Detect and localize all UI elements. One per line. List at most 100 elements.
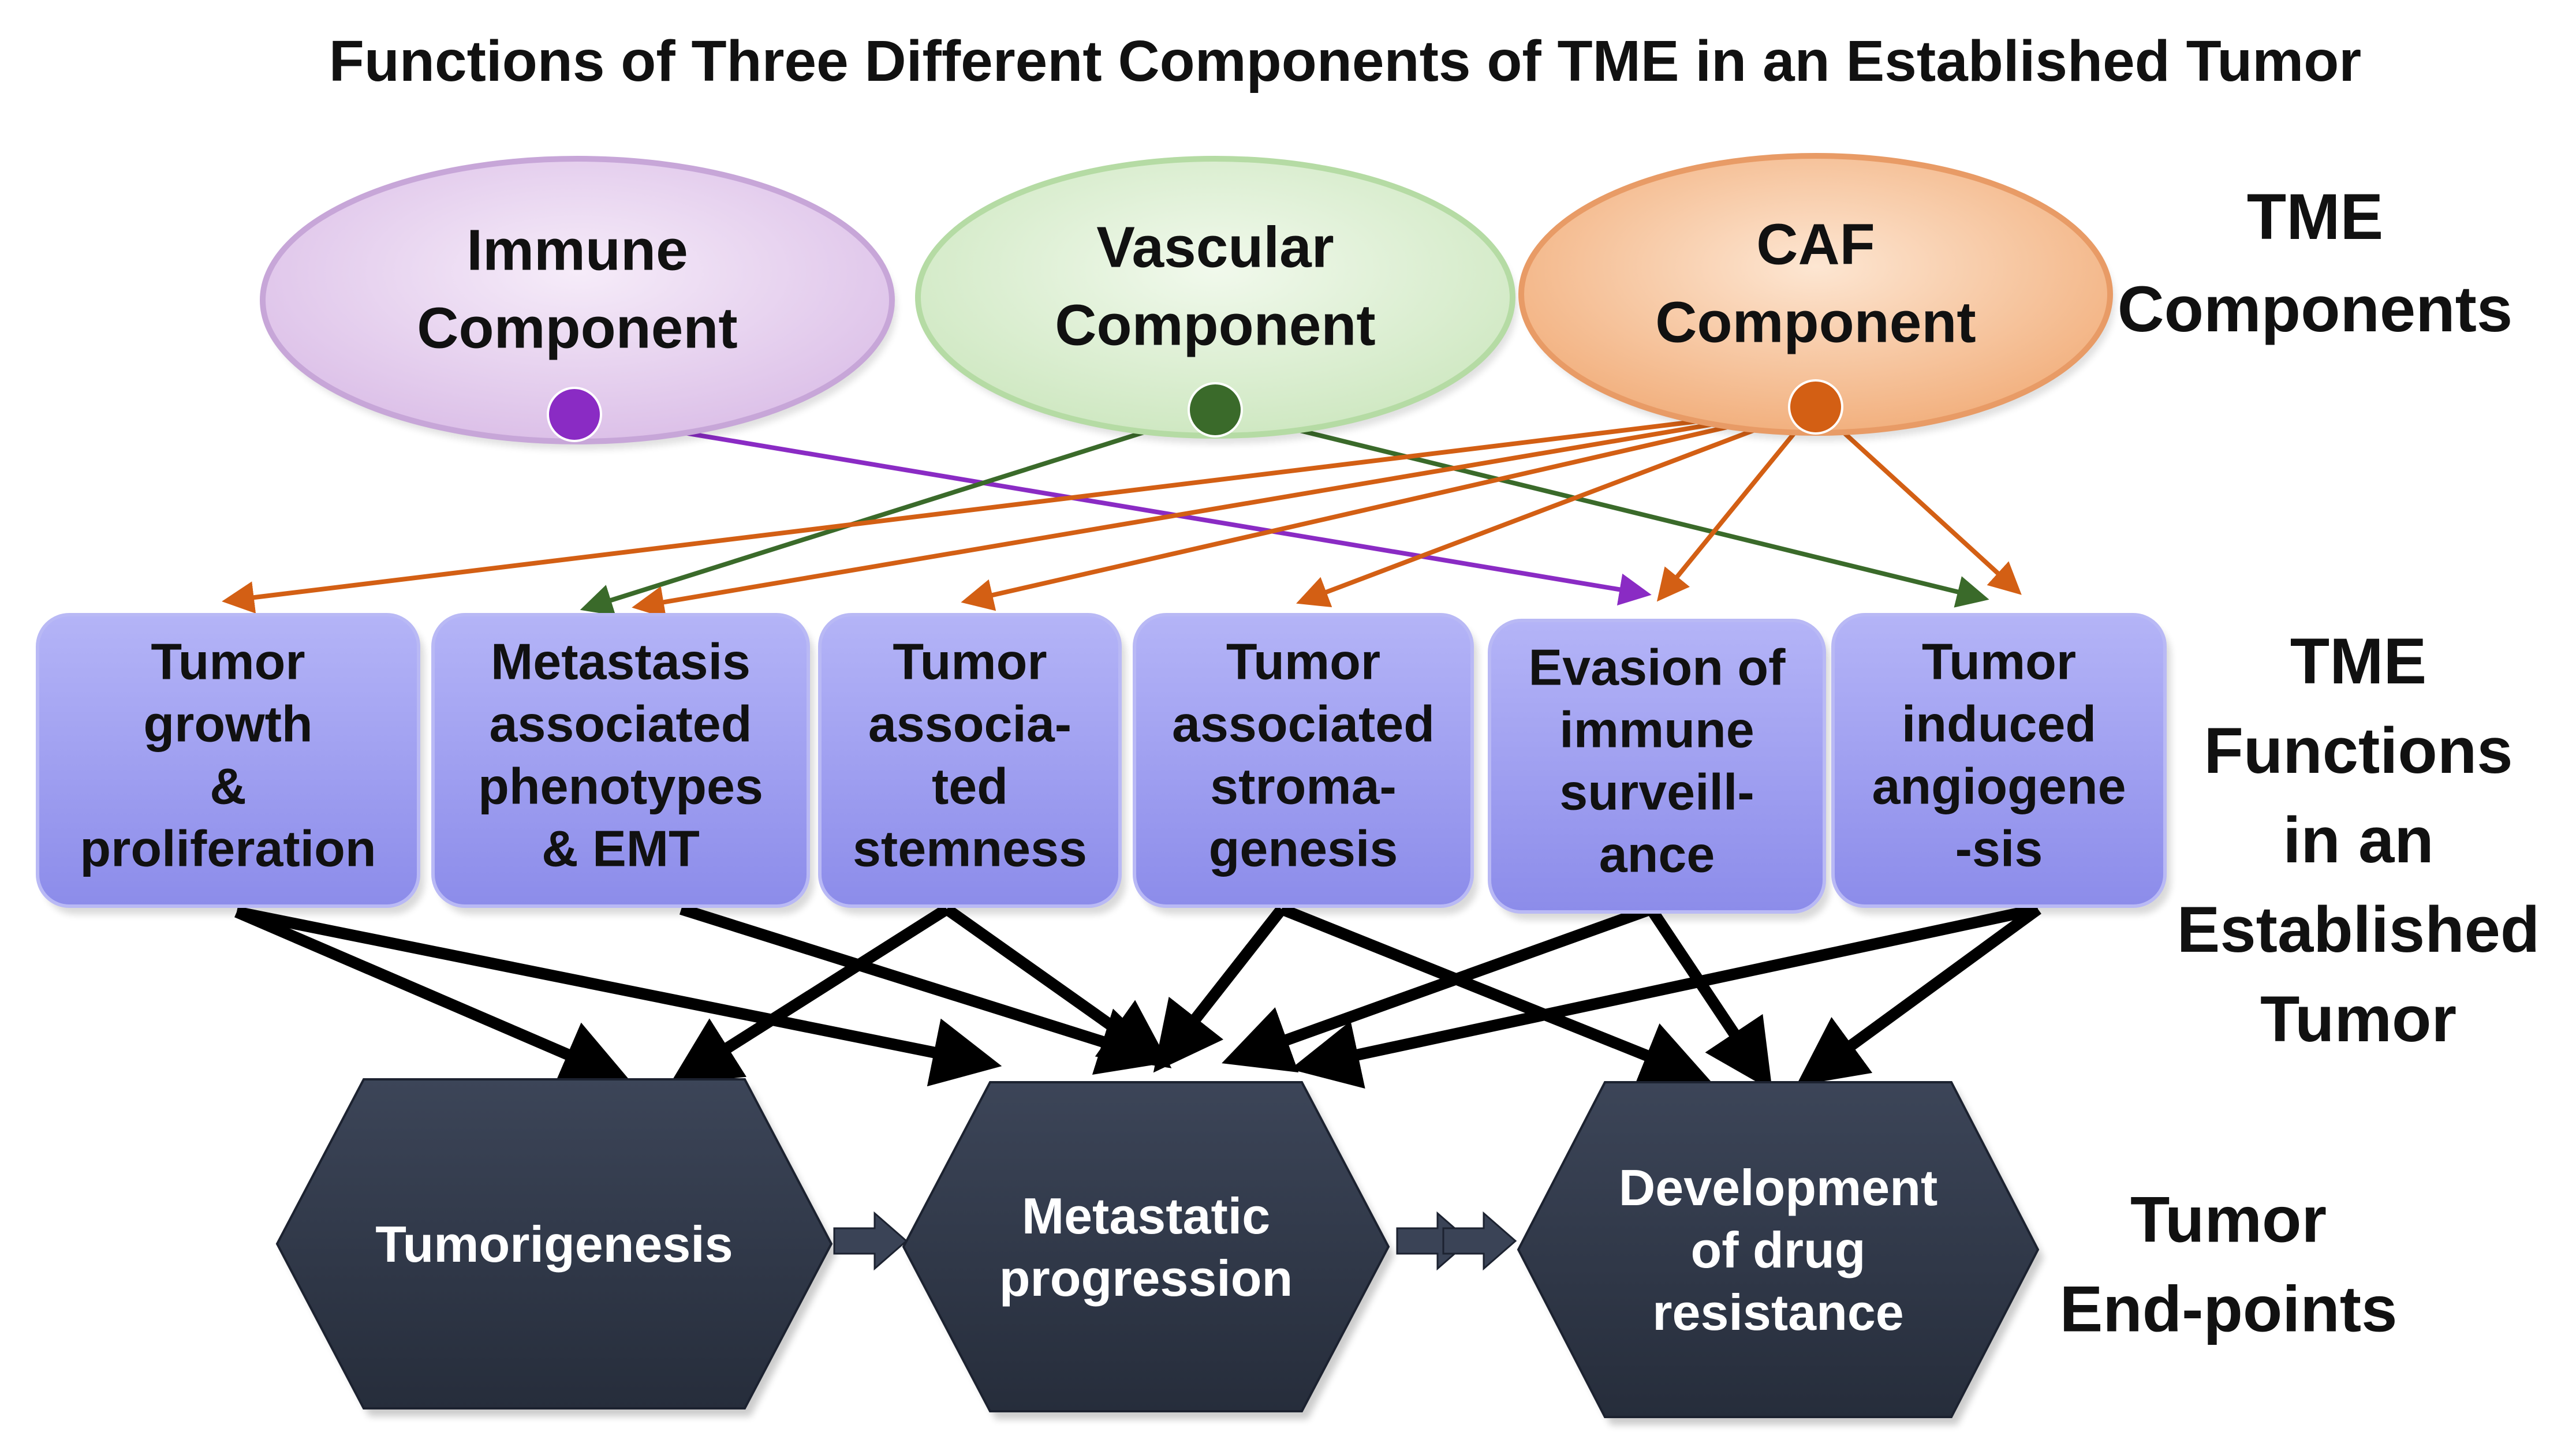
function-label-stemness-line: Tumor — [893, 633, 1047, 690]
endpoint-tumorigenesis: Tumorigenesis — [275, 1078, 837, 1416]
function-label-evasion-line: Evasion of — [1529, 638, 1786, 696]
link-stroma-to-metastatic — [1153, 905, 1286, 1073]
function-label-angio-line: induced — [1902, 695, 2096, 752]
link-angio-to-metastatic — [1290, 903, 2040, 1089]
function-box — [818, 613, 1122, 908]
row-label-functions-line: Established — [2177, 893, 2540, 966]
function-label-stemness-line: associa- — [868, 695, 1072, 752]
function-label-stemness-line: stemness — [853, 820, 1087, 877]
component-caf: CAF Component — [1518, 153, 2115, 441]
row-label-functions-line: Functions — [2204, 715, 2512, 787]
function-box — [1831, 613, 2167, 908]
function-label-angio-line: angiogene — [1872, 757, 2126, 814]
link-caf-to-stroma — [1296, 405, 1817, 608]
function-box — [431, 613, 810, 908]
component-label-vascular-line: Vascular — [1096, 215, 1334, 280]
component-label-vascular-line: Component — [1055, 293, 1375, 358]
endpoint-hexagon — [1517, 1081, 2040, 1418]
row-label-components-line: Components — [2118, 273, 2512, 345]
link-growth-to-metastatic — [236, 906, 1002, 1087]
flow-arrow-2b — [1442, 1211, 1517, 1271]
function-label-stroma-line: stroma- — [1210, 757, 1397, 814]
endpoint-label-tumorigenesis-line: Tumorigenesis — [375, 1216, 733, 1273]
function-label-stroma-line: Tumor — [1226, 633, 1380, 690]
endpoint-label-resistance-line: Development — [1619, 1159, 1938, 1216]
link-caf-to-growth — [222, 405, 1816, 614]
link-growth-to-tumorigenesis — [234, 906, 632, 1086]
function-box — [1133, 613, 1474, 908]
row-label-components-line: TME — [2247, 181, 2383, 253]
function-label-growth-line: growth — [143, 695, 312, 752]
function-label-growth-line: & — [210, 757, 247, 814]
function-box — [36, 613, 420, 908]
function-box — [1488, 619, 1826, 914]
link-caf-to-metastasis — [632, 405, 1816, 618]
row-label-functions-line: in an — [2283, 804, 2433, 876]
function-label-growth-line: Tumor — [151, 633, 305, 690]
function-label-growth-line: proliferation — [80, 820, 376, 877]
link-vascular-to-metastasis — [580, 407, 1216, 616]
component-label-caf: CAF Component — [1655, 212, 1976, 355]
row-label-functions-line: Tumor — [2260, 983, 2456, 1055]
component-label-immune-line: Component — [417, 296, 737, 361]
flow-arrow-1 — [833, 1211, 908, 1271]
component-label-caf-line: CAF — [1756, 212, 1875, 277]
function-label-stroma-line: genesis — [1209, 820, 1398, 877]
function-label-metastasis-line: Metastasis — [491, 633, 751, 690]
link-metastasis-to-metastatic — [679, 903, 1169, 1075]
connector-dot-caf — [1788, 379, 1843, 435]
row-label-endpoints-line: Tumor — [2130, 1184, 2327, 1256]
endpoint-label-tumorigenesis: Tumorigenesis — [375, 1216, 733, 1273]
function-label-metastasis-line: & EMT — [542, 820, 700, 877]
function-label-metastasis-line: phenotypes — [478, 757, 763, 814]
link-immune-to-evasion — [574, 412, 1652, 606]
endpoint-hexagon — [902, 1081, 1390, 1412]
function-label-angio-line: -sis — [1955, 820, 2043, 877]
flow-arrow-2a — [1396, 1211, 1471, 1271]
connector-dot-vascular — [1188, 382, 1243, 438]
link-vascular-to-angio — [1215, 407, 1989, 608]
function-label-evasion-line: ance — [1599, 825, 1715, 883]
link-evasion-to-resistance — [1646, 906, 1772, 1091]
links-layer — [222, 405, 2041, 1091]
link-angio-to-resistance — [1795, 904, 2041, 1086]
row-label-endpoints-line: End-points — [2060, 1273, 2398, 1345]
function-label-metastasis-line: associated — [490, 695, 752, 752]
endpoint-label-metastatic-line: progression — [999, 1250, 1293, 1307]
component-label-immune-line: Immune — [466, 218, 688, 283]
function-label-evasion-line: immune — [1559, 701, 1754, 758]
link-stemness-to-tumorigenesis — [669, 904, 950, 1085]
component-label-caf-line: Component — [1655, 290, 1976, 355]
function-label-stemness-line: ted — [932, 757, 1008, 814]
link-stroma-to-resistance — [1279, 903, 1711, 1088]
row-label-components: TME Components — [2118, 181, 2512, 345]
connector-dot-immune — [547, 387, 602, 442]
function-label-angio-line: Tumor — [1922, 633, 2076, 690]
function-label-evasion-line: surveill- — [1559, 763, 1754, 820]
diagram-title: Functions of Three Different Components … — [329, 29, 2361, 94]
endpoint-label-resistance-line: of drug — [1690, 1221, 1865, 1278]
link-caf-to-stemness — [961, 405, 1816, 611]
endpoint-label-resistance-line: resistance — [1652, 1284, 1903, 1341]
